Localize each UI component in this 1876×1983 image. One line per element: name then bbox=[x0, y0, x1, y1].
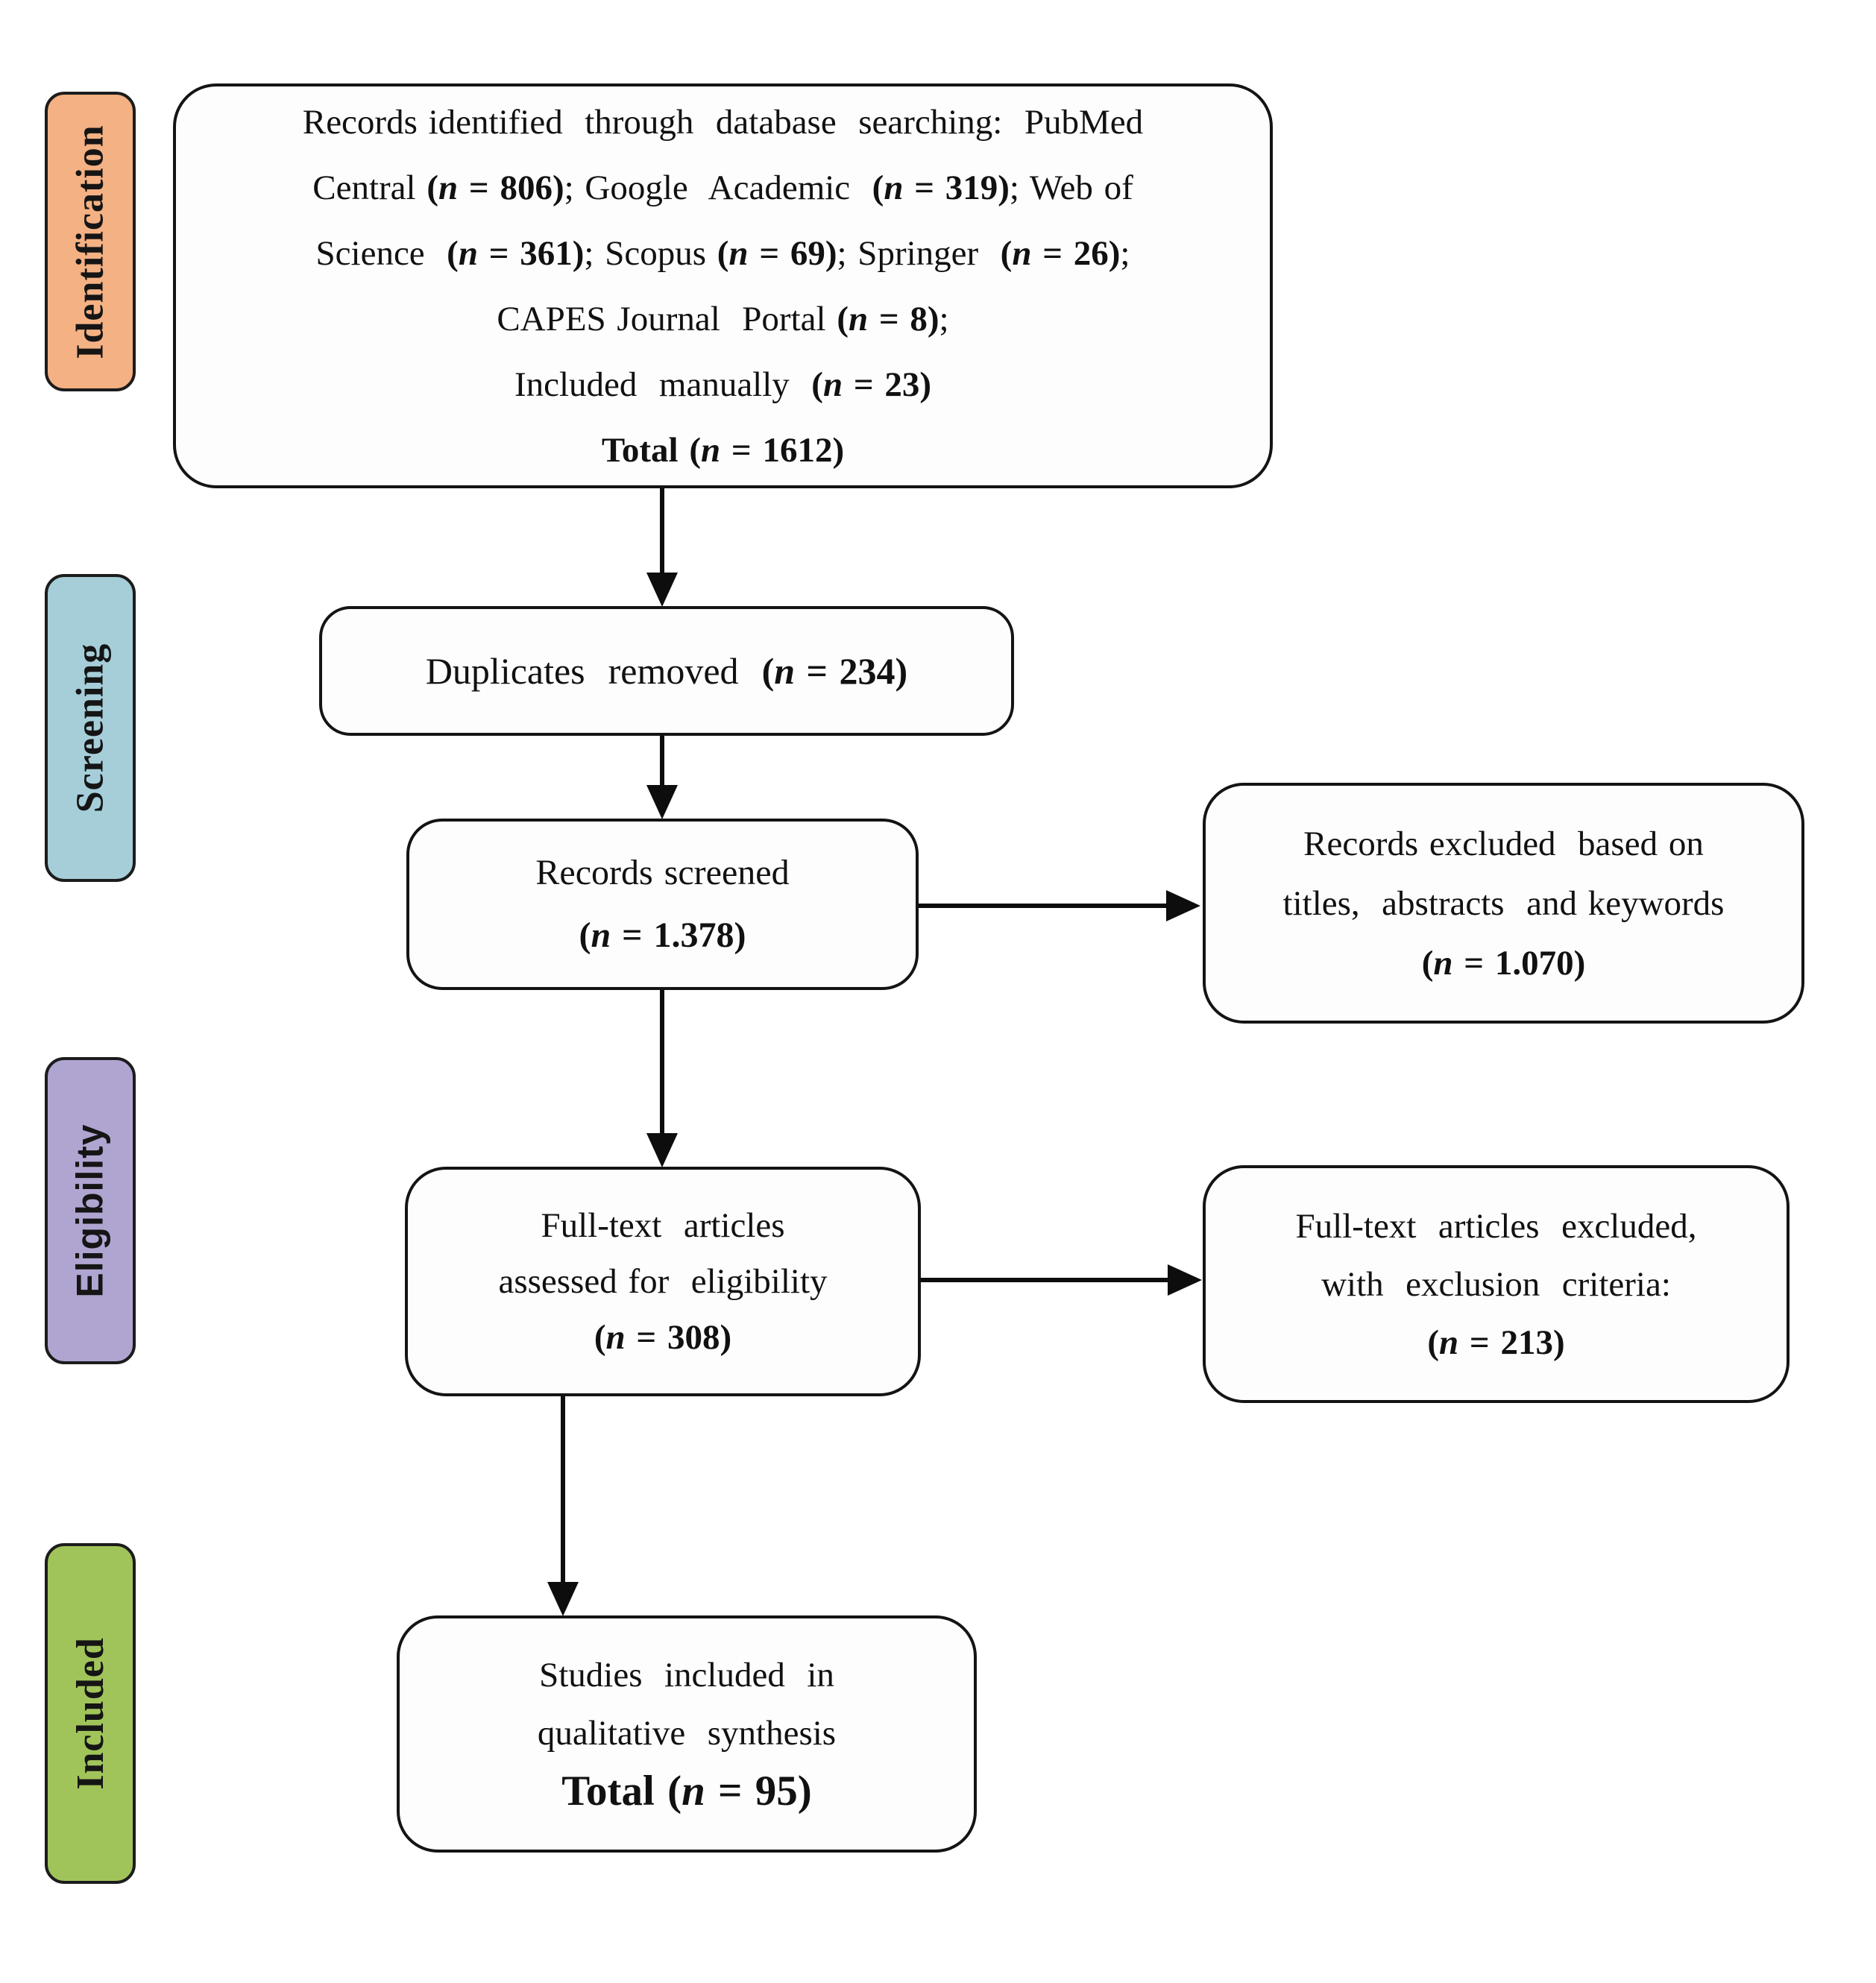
arrow-fulltext-to-excluded-head bbox=[1168, 1264, 1202, 1296]
text-line: assessed for eligibility bbox=[498, 1261, 828, 1301]
text-line: Records excluded based on bbox=[1303, 824, 1704, 863]
text-line: Duplicates removed (n = 234) bbox=[425, 650, 908, 692]
stage-label-identification-text: Identification bbox=[69, 124, 112, 359]
stage-label-included-text: Included bbox=[69, 1637, 112, 1790]
arrow-identified-to-duplicates-line bbox=[660, 488, 664, 578]
text-line: Records screened bbox=[535, 853, 790, 892]
text-line: Total (n = 1612) bbox=[601, 430, 845, 470]
stage-label-screening-text: Screening bbox=[69, 643, 112, 813]
arrow-duplicates-to-screened-line bbox=[660, 736, 664, 788]
box-duplicates-removed: Duplicates removed (n = 234) bbox=[319, 606, 1014, 736]
text-line: Records identified through database sear… bbox=[302, 102, 1144, 142]
stage-label-included: Included bbox=[45, 1543, 136, 1884]
text-line: Included manually (n = 23) bbox=[514, 365, 932, 404]
arrow-fulltext-to-excluded-line bbox=[921, 1278, 1171, 1282]
stage-label-identification: Identification bbox=[45, 92, 136, 391]
text-line: Full-text articles bbox=[541, 1205, 785, 1245]
arrow-screened-to-excluded-head bbox=[1166, 890, 1200, 921]
text-line: (n = 1.378) bbox=[579, 915, 746, 955]
text-line: CAPES Journal Portal (n = 8); bbox=[497, 299, 949, 338]
text-line: titles, abstracts and keywords bbox=[1282, 883, 1725, 923]
box-records-identified: Records identified through database sear… bbox=[173, 83, 1273, 488]
text-line: (n = 213) bbox=[1427, 1322, 1565, 1362]
text-line: qualitative synthesis bbox=[537, 1713, 837, 1753]
box-studies-included: Studies included in qualitative synthesis… bbox=[397, 1615, 977, 1853]
text-line: (n = 1.070) bbox=[1421, 943, 1586, 983]
text-line: Central (n = 806); Google Academic (n = … bbox=[312, 168, 1133, 207]
stage-label-eligibility-text: Eligibility bbox=[69, 1123, 111, 1298]
arrow-fulltext-to-included-head bbox=[547, 1582, 579, 1616]
stage-label-screening: Screening bbox=[45, 574, 136, 882]
arrow-fulltext-to-included-line bbox=[561, 1396, 565, 1584]
box-fulltext-excluded: Full-text articles excluded, with exclusi… bbox=[1203, 1165, 1790, 1403]
box-fulltext-assessed: Full-text articles assessed for eligibili… bbox=[405, 1167, 921, 1396]
arrow-screened-to-fulltext-head bbox=[646, 1133, 678, 1167]
text-line: Science (n = 361); Scopus (n = 69); Spri… bbox=[315, 233, 1130, 273]
text-line: with exclusion criteria: bbox=[1321, 1264, 1671, 1304]
arrow-screened-to-excluded-line bbox=[919, 904, 1172, 908]
arrow-duplicates-to-screened-head bbox=[646, 785, 678, 819]
text-line: Studies included in bbox=[539, 1655, 834, 1694]
stage-label-eligibility: Eligibility bbox=[45, 1057, 136, 1364]
text-line: (n = 308) bbox=[594, 1317, 732, 1357]
arrow-screened-to-fulltext-line bbox=[660, 990, 664, 1135]
text-line: Total (n = 95) bbox=[561, 1767, 812, 1815]
box-records-screened: Records screened (n = 1.378) bbox=[406, 819, 919, 990]
text-line: Full-text articles excluded, bbox=[1295, 1206, 1697, 1246]
arrow-identified-to-duplicates-head bbox=[646, 573, 678, 607]
box-records-excluded: Records excluded based on titles, abstrac… bbox=[1203, 783, 1804, 1024]
